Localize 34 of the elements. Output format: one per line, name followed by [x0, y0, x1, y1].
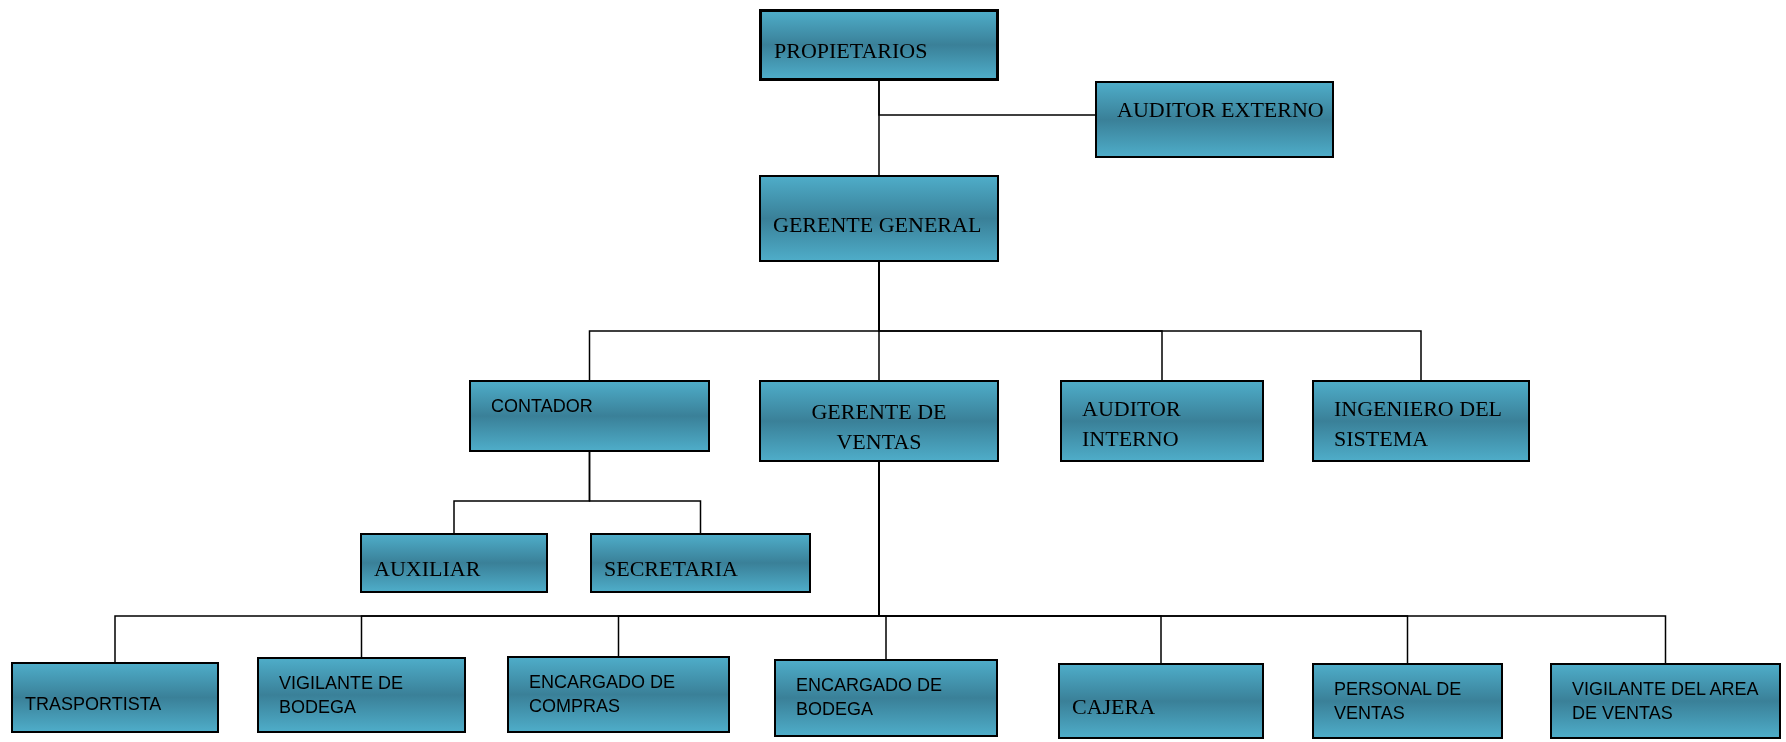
- role-title: INGENIERO DEL SISTEMA: [1334, 395, 1503, 453]
- org-box: [1060, 380, 1264, 462]
- role-title: CONTADOR: [491, 395, 593, 418]
- org-box: [759, 175, 999, 262]
- org-box: [590, 533, 811, 593]
- org-box: [1095, 81, 1334, 158]
- role-title: VIGILANTE DE BODEGA: [279, 672, 405, 719]
- org-box: [759, 9, 999, 81]
- connector-line: [588, 451, 702, 534]
- role-title: VIGILANTE DEL AREA DE VENTAS: [1572, 678, 1759, 725]
- org-box: [507, 656, 730, 733]
- org-box: [11, 662, 219, 733]
- role-title: AUDITOR EXTERNO: [1117, 96, 1324, 124]
- role-title: AUDITOR INTERNO: [1082, 395, 1182, 453]
- org-box: [1312, 380, 1530, 462]
- org-box: [1550, 663, 1781, 739]
- org-box: [257, 657, 466, 733]
- org-box: [1312, 663, 1503, 739]
- role-title: PROPIETARIOS: [774, 37, 928, 65]
- role-title: SECRETARIA: [604, 555, 738, 583]
- role-title: GERENTE DE VENTAS: [810, 398, 948, 456]
- org-box: [469, 380, 710, 452]
- org-box: [1058, 663, 1264, 739]
- role-title: AUXILIAR: [374, 555, 481, 583]
- role-title: TRASPORTISTA: [25, 692, 162, 716]
- role-title: ENCARGADO DE COMPRAS: [529, 671, 677, 718]
- org-box: [360, 533, 548, 593]
- role-title: PERSONAL DE VENTAS: [1334, 678, 1463, 725]
- connector-line: [878, 80, 880, 176]
- role-title: GERENTE GENERAL: [773, 210, 982, 239]
- org-box: [759, 380, 999, 462]
- role-title: CAJERA: [1072, 693, 1156, 721]
- org-box: [774, 659, 998, 737]
- role-title: ENCARGADO DE BODEGA: [796, 674, 944, 721]
